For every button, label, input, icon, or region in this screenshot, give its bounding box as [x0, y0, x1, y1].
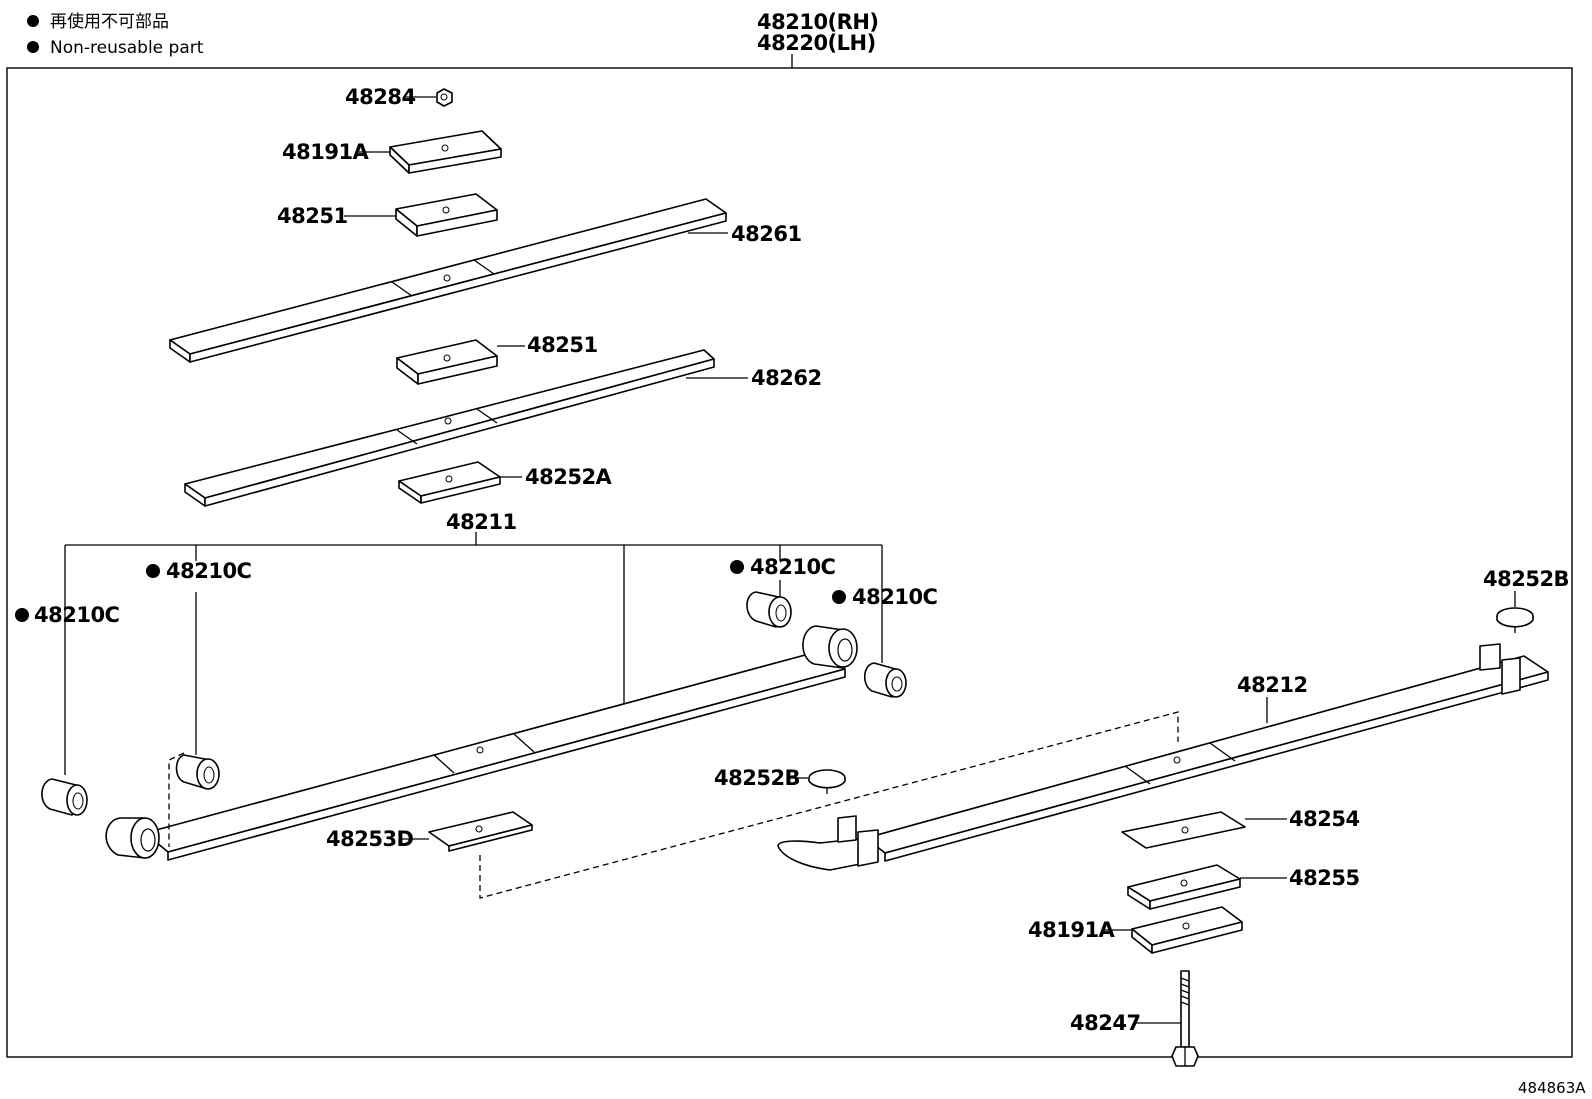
- bush-left-dot: [146, 564, 160, 578]
- helper-leaf-part: [777, 643, 1549, 871]
- bush-left-label: 48210C: [166, 559, 252, 583]
- bush-right-dot: [832, 590, 846, 604]
- assembly-label-rh: 48210(RH): [757, 10, 879, 34]
- spacer-5-label: 48254: [1289, 807, 1360, 831]
- cap-right-label: 48252B: [1483, 567, 1569, 591]
- bush-left-dashed-guide: [168, 752, 185, 847]
- legend-bullet-jp: [27, 15, 39, 27]
- leaf-2-label: 48262: [751, 366, 822, 390]
- spacer-6-label: 48255: [1289, 866, 1360, 890]
- bush-right-label: 48210C: [852, 585, 938, 609]
- assembly-label-lh: 48220(LH): [757, 31, 876, 55]
- cap-right-part: [1496, 607, 1534, 633]
- bush-far-left-dot: [15, 608, 29, 622]
- main-leaf-label: 48211: [446, 510, 517, 534]
- clip-bottom-label: 48191A: [1028, 918, 1116, 942]
- helper-dashed-guide: [479, 711, 1179, 899]
- nut-label: 48284: [345, 85, 416, 109]
- main-leaf-bracket: [64, 532, 883, 775]
- bush-right-part: [863, 662, 907, 698]
- spacer-1-part: [395, 193, 498, 237]
- bolt-part: [1171, 970, 1199, 1067]
- spacer-4-part: [428, 811, 533, 852]
- clip-bottom-plate: [1131, 906, 1243, 954]
- leaf-2-part: [184, 349, 715, 507]
- bush-left-part: [175, 754, 220, 790]
- bush-far-left-label: 48210C: [34, 603, 120, 627]
- figure-code: 484863A: [1518, 1079, 1586, 1097]
- leaf-1-label: 48261: [731, 222, 802, 246]
- nut-part: [436, 88, 453, 107]
- cap-mid-part: [808, 769, 846, 794]
- cap-mid-label: 48252B: [714, 766, 800, 790]
- legend-english-text: Non-reusable part: [50, 38, 204, 58]
- spacer-5-part: [1121, 811, 1246, 849]
- bush-far-left-part: [41, 778, 88, 816]
- spacer-3-part: [398, 461, 501, 504]
- legend-japanese-text: 再使用不可部品: [50, 11, 169, 32]
- spacer-3-label: 48252A: [525, 465, 613, 489]
- bush-right-top-label: 48210C: [750, 555, 836, 579]
- helper-leaf-label: 48212: [1237, 673, 1308, 697]
- bush-right-top-part: [746, 591, 792, 628]
- main-leaf-part: [105, 625, 858, 861]
- spacer-2-part: [396, 339, 498, 385]
- clip-top-label: 48191A: [282, 140, 370, 164]
- assembly-frame: [6, 67, 1573, 1058]
- spacer-1-label: 48251: [277, 204, 348, 228]
- bolt-label: 48247: [1070, 1011, 1141, 1035]
- spacer-6-part: [1127, 864, 1241, 910]
- leaf-1-part: [169, 198, 727, 363]
- spacer-2-label: 48251: [527, 333, 598, 357]
- clip-top-plate: [389, 130, 502, 174]
- spacer-4-label: 48253D: [326, 827, 414, 851]
- bush-right-top-dot: [730, 560, 744, 574]
- legend: 再使用不可部品 Non-reusable part: [27, 11, 204, 58]
- legend-bullet-en: [27, 41, 39, 53]
